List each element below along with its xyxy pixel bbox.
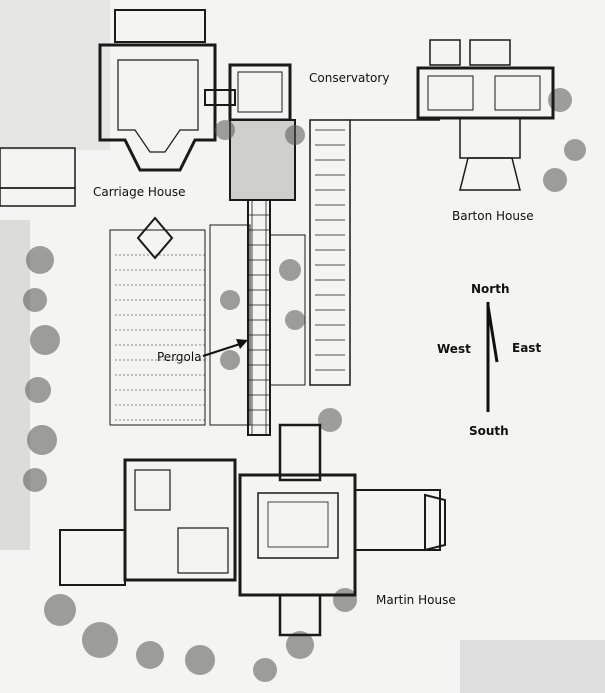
compass-west-label: West [437, 342, 471, 356]
martin-house-plan [59, 423, 446, 637]
pergola-label: Pergola [157, 350, 202, 364]
carriage-house-plan [98, 9, 236, 172]
compass-north-label: North [471, 282, 510, 296]
garden-rows [109, 216, 306, 426]
compass-south-label: South [469, 424, 509, 438]
barton-house-plan [416, 39, 555, 191]
compass-lines [486, 302, 499, 412]
pergola-arrow [202, 339, 248, 357]
martin-house-label: Martin House [376, 593, 456, 607]
outbuilding-plan [0, 147, 76, 207]
conservatory-plan [228, 63, 296, 201]
compass-east-label: East [512, 341, 542, 355]
carriage-house-label: Carriage House [93, 185, 186, 199]
greenhouse-beds [309, 119, 440, 386]
conservatory-label: Conservatory [309, 71, 390, 85]
barton-house-label: Barton House [452, 209, 534, 223]
